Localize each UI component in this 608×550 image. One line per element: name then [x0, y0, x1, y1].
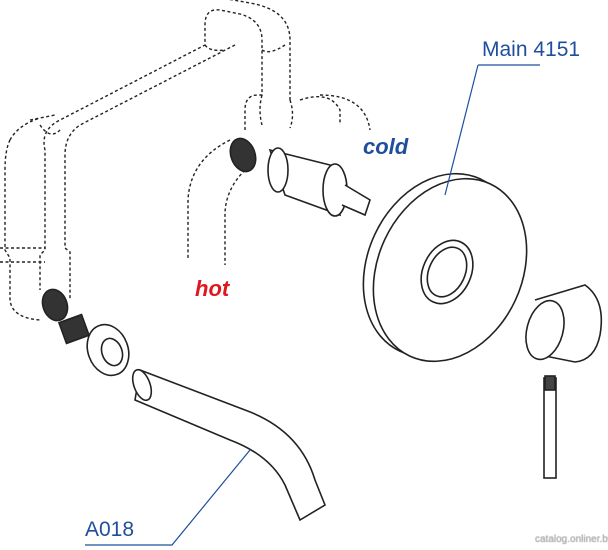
wall-plate	[362, 172, 528, 363]
knob	[525, 284, 603, 479]
left-seal	[41, 288, 69, 322]
cartridge	[267, 147, 371, 217]
spout	[131, 368, 326, 522]
hot-label: hot	[195, 276, 230, 301]
spout-connector	[57, 313, 130, 377]
spout-part-label: A018	[85, 518, 135, 541]
main-part-label: Main 4151	[482, 38, 581, 61]
cold-label: cold	[363, 134, 409, 159]
watermark: catalog.onliner.by	[535, 534, 608, 545]
dashed-pipes	[0, 0, 371, 321]
hot-seal	[229, 137, 257, 173]
leader-lines	[85, 64, 540, 546]
